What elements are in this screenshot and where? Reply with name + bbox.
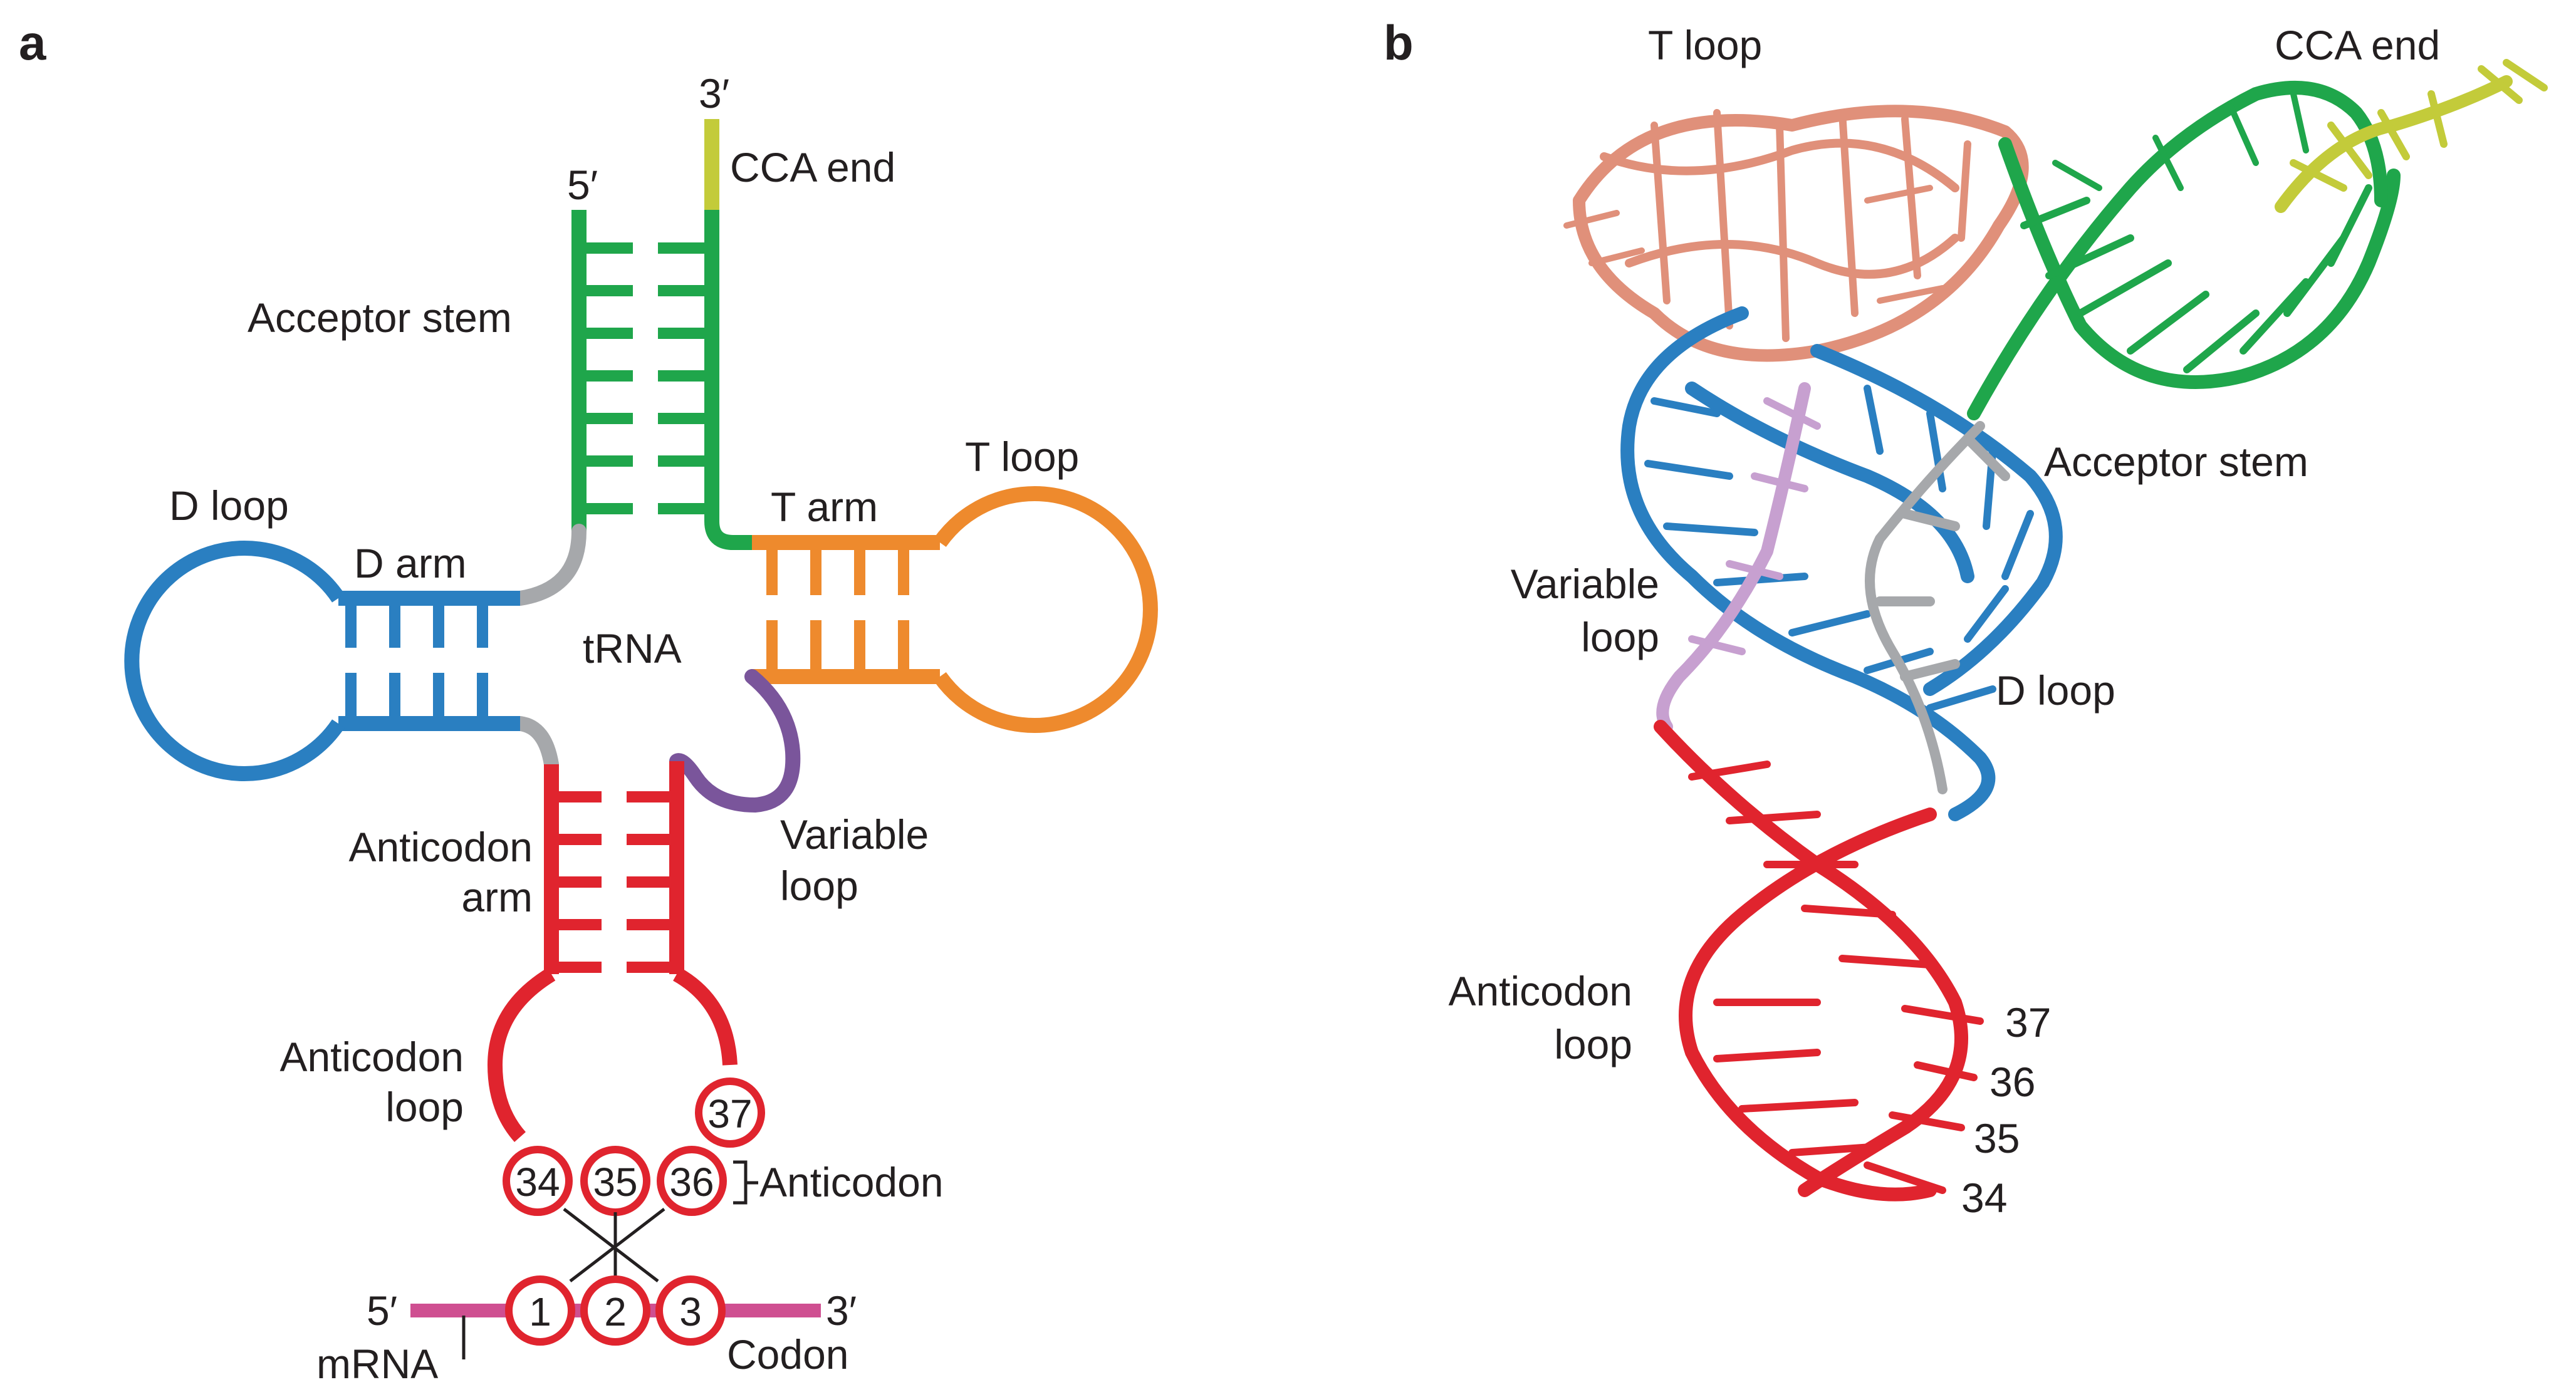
codon-base-3: 3 xyxy=(655,1275,726,1346)
variable-loop-structure xyxy=(1656,382,1821,733)
anticodon-base-35: 35 xyxy=(580,1146,650,1216)
t-loop-structure xyxy=(1563,105,2029,362)
codon-label: Codon xyxy=(727,1331,849,1378)
codon-anticodon-pairing xyxy=(563,1208,665,1282)
cca-end-3d-label: CCA end xyxy=(2275,22,2440,68)
anticodon-loop-label-line2: loop xyxy=(385,1084,464,1130)
position-36-3d-label: 36 xyxy=(1989,1059,2035,1105)
panel-b-label: b xyxy=(1384,15,1414,70)
t-loop-3d-label: T loop xyxy=(1648,22,1762,68)
position-37-label: 37 xyxy=(707,1091,752,1136)
svg-text:35: 35 xyxy=(593,1160,637,1205)
anticodon-arm-label-line2: arm xyxy=(461,874,533,920)
acceptor-stem-3d-label: Acceptor stem xyxy=(2044,439,2308,485)
d-arm xyxy=(124,541,520,781)
acceptor-three-prime-label: 3′ xyxy=(699,70,729,117)
mrna-label: mRNA xyxy=(316,1341,438,1387)
mrna-three-prime-label: 3′ xyxy=(826,1287,857,1334)
acceptor-stem xyxy=(571,210,752,550)
anticodon-loop-label-line1: Anticodon xyxy=(279,1034,464,1080)
d-loop-label: D loop xyxy=(169,482,289,529)
anticodon-loop-3d-label-line2: loop xyxy=(1554,1021,1632,1067)
acceptor-five-prime-label: 5′ xyxy=(567,162,598,208)
d-loop-3d-label: D loop xyxy=(1996,667,2115,714)
connector-strands xyxy=(513,524,587,772)
connector-structure xyxy=(1865,421,2010,794)
variable-loop-strand xyxy=(669,669,801,813)
acceptor-stem-label: Acceptor stem xyxy=(248,294,512,341)
d-loop-structure xyxy=(1620,306,2063,821)
position-34-3d-label: 34 xyxy=(1961,1175,2007,1221)
panel-b: b xyxy=(1384,15,2548,1221)
d-loop-circle xyxy=(124,541,345,781)
anticodon-bracket xyxy=(733,1160,758,1205)
anticodon-loop-3d-label-line1: Anticodon xyxy=(1448,968,1632,1014)
svg-text:2: 2 xyxy=(604,1289,627,1334)
anticodon-arm-label-line1: Anticodon xyxy=(348,824,533,870)
svg-text:1: 1 xyxy=(529,1289,551,1334)
t-arm-label: T arm xyxy=(771,484,878,530)
svg-text:3: 3 xyxy=(679,1289,702,1334)
variable-loop-3d-label-line1: Variable xyxy=(1511,561,1659,607)
anticodon-base-34: 34 xyxy=(503,1146,573,1216)
d-arm-label: D arm xyxy=(354,540,467,586)
position-35-3d-label: 35 xyxy=(1974,1115,2020,1161)
t-loop-circle xyxy=(934,486,1158,733)
codon-base-1: 1 xyxy=(505,1275,575,1346)
codon-base-2: 2 xyxy=(580,1275,650,1346)
trna-label: tRNA xyxy=(583,625,682,672)
anticodon-loop-curve xyxy=(488,967,556,1142)
svg-text:34: 34 xyxy=(515,1160,560,1205)
variable-loop-3d-label-line2: loop xyxy=(1581,614,1659,660)
acceptor-stem-structure xyxy=(1967,81,2401,420)
anticodon-label: Anticodon xyxy=(759,1159,944,1205)
t-loop-label: T loop xyxy=(965,434,1079,480)
anticodon-arm xyxy=(488,761,738,1142)
cca-end-structure xyxy=(2275,59,2548,213)
anticodon-structure xyxy=(1654,720,1984,1202)
anticodon-base-36: 36 xyxy=(657,1146,727,1216)
variable-loop-label-line2: loop xyxy=(780,863,858,909)
panel-a-label: a xyxy=(19,15,46,70)
variable-loop-label-line1: Variable xyxy=(780,811,929,858)
position-37-3d-label: 37 xyxy=(2005,999,2051,1046)
cca-end-label: CCA end xyxy=(730,144,895,190)
panel-a: a xyxy=(19,15,1158,1387)
mrna-five-prime-label: 5′ xyxy=(367,1287,397,1334)
position-37-circle: 37 xyxy=(695,1078,765,1148)
svg-text:36: 36 xyxy=(669,1160,714,1205)
t-arm xyxy=(752,486,1158,733)
